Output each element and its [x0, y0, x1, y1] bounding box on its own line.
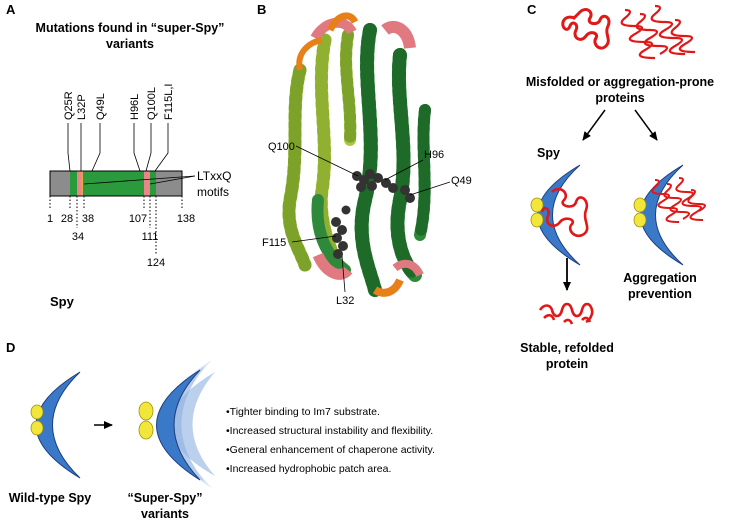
hydrophobic-patch-left-1 [530, 197, 544, 213]
superspy-bullet-1: •Tighter binding to Im7 substrate. [226, 406, 380, 418]
superspy-chaperone [156, 360, 215, 488]
aggregate-protein-1 [620, 4, 696, 60]
residue-leader-lines [291, 145, 451, 293]
ltxxq-motif-1-accent [81, 171, 83, 196]
mutation-label-h96l: H96L [129, 94, 141, 120]
mutation-label-f115li: F115L,I [163, 84, 175, 121]
spy-chaperone-right [640, 164, 684, 266]
superspy-bullet-3: •General enhancement of chaperone activi… [226, 444, 435, 456]
position-ticks [49, 196, 183, 254]
ltxxq-motif-1 [77, 171, 82, 196]
hydrophobic-patch-right-2 [633, 212, 647, 228]
superspy-label-line1: “Super-Spy” [127, 491, 202, 505]
superspy-patch-2 [138, 420, 154, 440]
mutation-residue-spheres [331, 169, 415, 259]
position-111: 111 [142, 231, 159, 243]
mutation-label-q25r: Q25R [63, 91, 75, 120]
misfolded-label-line1: Misfolded or aggregation-prone [526, 75, 714, 89]
spy-crystal-structure [282, 12, 431, 297]
spy-disordered-n-terminus [50, 171, 70, 196]
panel-a-title-line1: Mutations found in “super-Spy” [36, 21, 225, 35]
mutation-label-q100l: Q100L [146, 87, 158, 120]
misfolded-label-line2: proteins [595, 91, 644, 105]
spy-disordered-c-terminus [156, 171, 182, 196]
mutation-label-l32p: L32P [76, 94, 88, 120]
wildtype-spy-chaperone [35, 371, 81, 479]
position-107: 107 [129, 213, 147, 225]
motif-leader-lines [83, 175, 196, 185]
mutation-leader-lines [67, 123, 169, 172]
refolded-label-line1: Stable, refolded [520, 341, 614, 355]
panel-d-letter: D [6, 340, 15, 355]
spy-sequence-bar-outline [49, 170, 183, 197]
spy-label: Spy [537, 146, 560, 160]
position-38: 38 [82, 213, 94, 225]
position-124: 124 [147, 257, 165, 269]
motif-label-line1: LTxxQ [197, 169, 231, 183]
prevention-label-line1: Aggregation [623, 271, 697, 285]
hydrophobic-patch-left-2 [530, 212, 544, 228]
superspy-bullet-4: •Increased hydrophobic patch area. [226, 463, 391, 475]
spy-folded-domain [70, 171, 156, 196]
residue-label-q49: Q49 [451, 175, 472, 187]
superspy-label-line2: variants [141, 507, 189, 521]
panel-b-letter: B [257, 2, 266, 17]
refolded-label-line2: protein [546, 357, 588, 371]
wildtype-patch-1 [30, 404, 44, 420]
prevention-label-line2: prevention [628, 287, 692, 301]
ltxxq-motif-2 [144, 171, 150, 196]
residue-label-h96: H96 [424, 149, 444, 161]
panel-a-letter: A [6, 2, 16, 17]
residue-label-f115: F115 [262, 237, 286, 249]
misfolded-protein-1 [561, 8, 611, 50]
superspy-bullet-2: •Increased structural instability and fl… [226, 425, 433, 437]
wildtype-patch-2 [30, 420, 44, 436]
residue-label-l32: L32 [336, 295, 354, 307]
panel-a-title-line2: variants [106, 37, 154, 51]
refolded-protein-helix [538, 302, 594, 325]
arrow-to-refolding [582, 109, 606, 141]
position-34: 34 [72, 231, 84, 243]
panel-d: D Wild-type Spy “Super-Spy” variants •Ti… [6, 340, 435, 521]
panel-b: B [257, 2, 472, 307]
spy-chaperone-left [537, 164, 581, 266]
residue-label-q100: Q100 [268, 141, 295, 153]
wildtype-label: Wild-type Spy [9, 491, 92, 505]
substrate-bound-left [540, 187, 589, 238]
panel-c-letter: C [527, 2, 537, 17]
motif-label-line2: motifs [197, 185, 229, 199]
arrow-to-prevention [634, 109, 658, 141]
superspy-patch-1 [138, 401, 154, 421]
hydrophobic-patch-right-1 [633, 197, 647, 213]
position-28: 28 [61, 213, 73, 225]
protein-name-spy: Spy [50, 294, 75, 309]
position-1: 1 [47, 213, 53, 225]
panel-a: A Mutations found in “super-Spy” variant… [6, 2, 231, 309]
mutation-label-q49l: Q49L [95, 93, 107, 120]
panel-c: C Misfolded or aggregation-prone protein… [520, 2, 714, 371]
position-138: 138 [177, 213, 195, 225]
aggregate-bound-right [651, 177, 706, 223]
